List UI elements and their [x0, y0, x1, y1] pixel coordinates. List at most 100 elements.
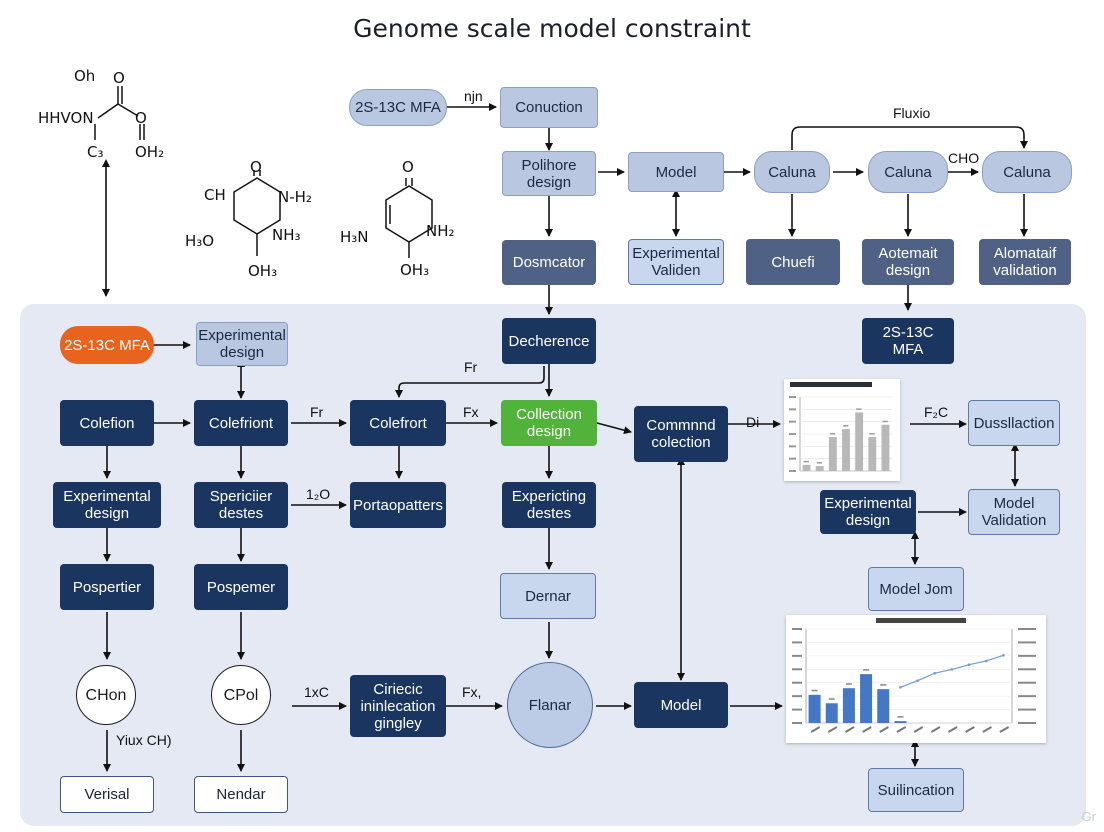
y-tick-mark	[789, 396, 796, 398]
caluna-node-1[interactable]: Caluna	[754, 151, 830, 193]
caluna-node-2[interactable]: Caluna	[868, 151, 948, 193]
chem-label: O	[402, 158, 414, 176]
model-jom-node[interactable]: Model Jom	[868, 567, 964, 611]
y-tick-mark	[792, 654, 802, 657]
page-title: Genome scale model constraint	[353, 14, 751, 43]
data-label-mark	[803, 460, 809, 463]
cpol-circle-node[interactable]: CPol	[211, 665, 271, 725]
colefion-node[interactable]: Colefion	[60, 400, 154, 446]
data-label-mark	[880, 684, 887, 686]
conuction-node[interactable]: Conuction	[500, 87, 598, 128]
data-label-mark	[845, 683, 852, 685]
expericting-destes-node[interactable]: Expericting destes	[502, 482, 596, 528]
data-label-mark	[863, 669, 870, 671]
model-validation-node[interactable]: Model Validation	[968, 489, 1060, 535]
spericiier-destes-node[interactable]: Spericiier destes	[194, 482, 288, 528]
chem-label: NH₂	[426, 222, 455, 240]
experimental-validen-node[interactable]: Experimental Validen	[628, 239, 724, 285]
collection-design-node[interactable]: Collection design	[501, 400, 597, 446]
y-tick-mark	[789, 420, 796, 423]
alomataif-validation-node[interactable]: Alomataif validation	[979, 239, 1071, 285]
mfa-node-top[interactable]: 2S-13C MFA	[349, 89, 447, 126]
x-tick-mark	[844, 726, 855, 733]
x-tick-mark	[930, 726, 941, 733]
aotemait-design-node[interactable]: Aotemait design	[862, 239, 954, 285]
edge-label: Fx,	[462, 684, 482, 700]
experimental-design-node-left[interactable]: Experimental design	[53, 482, 161, 528]
nendar-node[interactable]: Nendar	[194, 776, 288, 813]
pospemer-node[interactable]: Pospemer	[194, 564, 288, 610]
colefrort-node[interactable]: Colefrort	[350, 400, 446, 446]
suilincation-node[interactable]: Suilincation	[868, 768, 964, 812]
chem-label: OH₃	[400, 261, 430, 279]
bar	[808, 694, 821, 723]
y-tick-mark	[792, 641, 802, 644]
caluna-node-3[interactable]: Caluna	[982, 151, 1072, 193]
x-tick-mark	[879, 726, 889, 733]
data-label-mark	[882, 420, 888, 423]
ciriecic-node[interactable]: Ciriecic ininlecation gingley	[350, 675, 446, 737]
data-label-mark	[843, 425, 849, 427]
verisal-node[interactable]: Verisal	[60, 776, 154, 813]
watermark: Gr	[1081, 809, 1096, 824]
chon-circle-node[interactable]: CHon	[76, 665, 136, 725]
y-tick-mark	[792, 628, 802, 630]
chem-label: H₃N	[340, 228, 369, 246]
data-label-mark	[869, 433, 875, 435]
edge-label: Fluxio	[893, 105, 931, 121]
edge-label: 1₂O	[306, 486, 331, 502]
edge-label: F₂C	[924, 404, 949, 420]
chemical-structures	[94, 86, 433, 258]
chem-label: O	[113, 69, 125, 87]
model-node-bottom[interactable]: Model	[634, 682, 728, 728]
data-label-mark	[829, 433, 836, 435]
chem-label: HHVON	[38, 109, 94, 127]
bar	[842, 429, 850, 471]
chem-label: NH₃	[272, 226, 301, 244]
x-tick-mark	[982, 726, 992, 733]
x-tick-mark	[999, 726, 1010, 733]
chem-label: C₃	[87, 143, 104, 161]
y-tick-mark	[792, 708, 802, 711]
x-tick-mark	[827, 726, 838, 733]
bar	[828, 437, 837, 471]
edge-label: Yiux CH)	[116, 732, 172, 748]
flanar-circle-node[interactable]: Flanar	[507, 662, 593, 748]
chart-title-bar	[790, 382, 872, 387]
edge-label: CHO	[948, 150, 980, 166]
x-tick-mark	[810, 726, 821, 733]
x-tick-mark	[965, 726, 975, 733]
mfa-node-right[interactable]: 2S-13C MFA	[862, 318, 954, 364]
experimental-design-node-right[interactable]: Experimental design	[820, 490, 916, 534]
chem-label: O	[135, 109, 147, 127]
x-tick-mark	[913, 726, 924, 733]
experimental-design-node-top[interactable]: Experimental design	[196, 322, 288, 366]
chart-title-bar	[876, 618, 966, 623]
mfa-node-orange[interactable]: 2S-13C MFA	[60, 326, 154, 364]
y-tick-mark	[789, 445, 796, 448]
y-tick-mark	[792, 668, 802, 671]
bar	[802, 464, 811, 471]
y-tick-mark-right	[1018, 641, 1036, 644]
x-tick-mark	[896, 726, 907, 733]
y-tick-mark-right	[1018, 695, 1036, 698]
decherence-node[interactable]: Decherence	[502, 318, 596, 364]
y-tick-mark-right	[1018, 722, 1036, 724]
y-tick-mark	[789, 457, 796, 460]
bar-chart-small	[784, 379, 900, 481]
bar	[842, 688, 855, 723]
portaopatters-node[interactable]: Portaopatters	[350, 482, 446, 528]
colefriont-node[interactable]: Colefriont	[194, 400, 288, 446]
polihore-design-node[interactable]: Polihore design	[502, 151, 596, 196]
command-collection-node[interactable]: Commnnd colection	[634, 406, 728, 462]
dosmcator-node[interactable]: Dosmcator	[502, 240, 596, 285]
dussllaction-node[interactable]: Dussllaction	[968, 400, 1060, 446]
bar	[881, 424, 890, 471]
chuefi-node[interactable]: Chuefi	[746, 239, 840, 285]
dernar-node[interactable]: Dernar	[500, 573, 596, 619]
bar-line-chart	[786, 615, 1046, 743]
pospertier-node[interactable]: Pospertier	[60, 564, 154, 610]
model-node-top[interactable]: Model	[628, 152, 724, 192]
bar	[815, 466, 824, 471]
